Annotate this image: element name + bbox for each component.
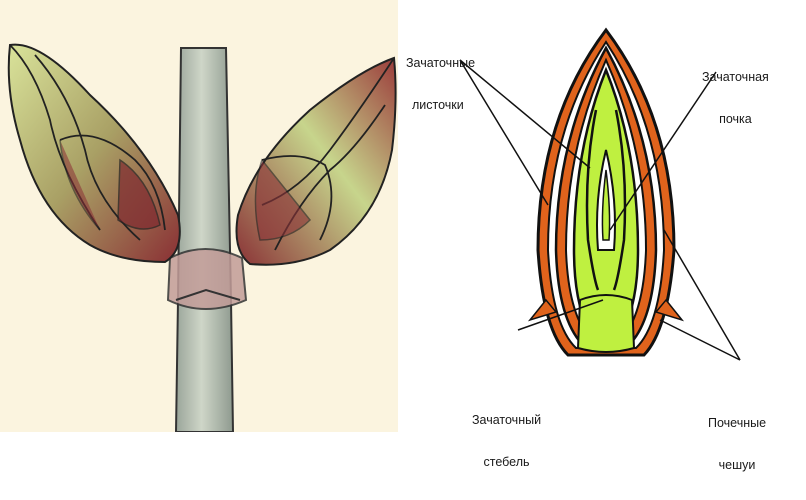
left-bud [9, 45, 180, 262]
label-bud-scales: Почечные чешуи [708, 388, 766, 500]
twig-illustration [0, 0, 398, 432]
bud-section-diagram: Зачаточные листочки Зачаточная почка Зач… [398, 0, 806, 432]
label-embryonic-bud: Зачаточная почка [702, 42, 769, 154]
right-bud [237, 58, 396, 265]
label-embryonic-leaves: Зачаточные листочки [406, 28, 475, 140]
label-embryonic-stem: Зачаточный стебель [472, 385, 541, 497]
twig-with-buds-drawing [0, 0, 398, 432]
twig-node [168, 249, 246, 309]
twig-stem [176, 48, 233, 432]
